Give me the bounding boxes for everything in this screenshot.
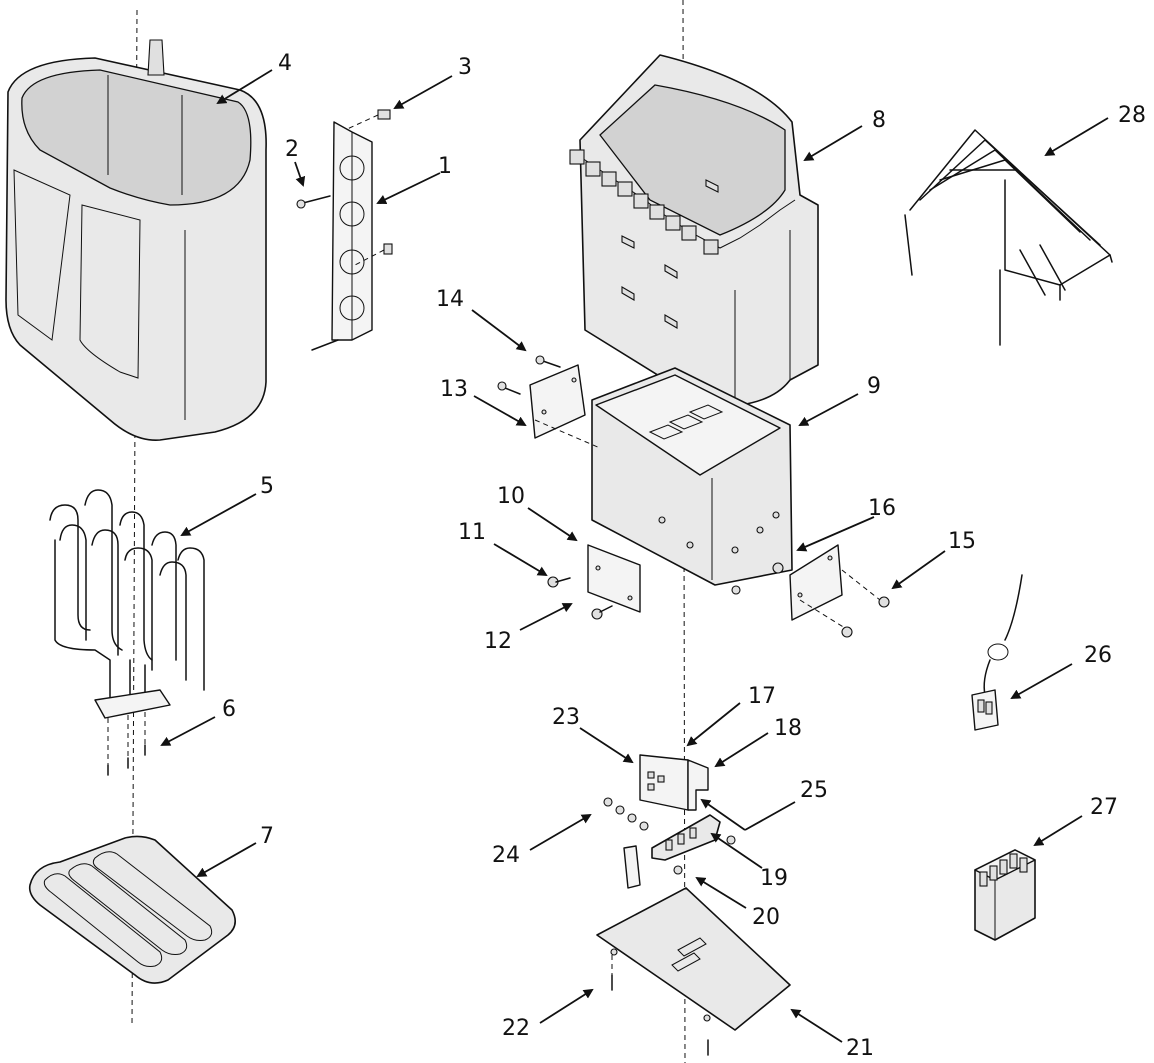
part-8-stone-holder xyxy=(569,54,819,407)
callout-4: 4 xyxy=(278,51,292,76)
part-26-thermostat xyxy=(971,574,1023,731)
left-assembly-axis xyxy=(131,9,138,1026)
leader-13 xyxy=(473,395,527,426)
leader-22 xyxy=(539,988,594,1024)
callout-25: 25 xyxy=(800,778,828,803)
callout-16: 16 xyxy=(868,496,896,521)
callout-3: 3 xyxy=(458,55,472,80)
callout-17: 17 xyxy=(748,684,776,709)
callout-10: 10 xyxy=(497,484,525,509)
part-21-bottom-plate xyxy=(596,887,791,1031)
leader-27 xyxy=(1033,815,1083,847)
callout-22: 22 xyxy=(502,1016,530,1041)
callout-26: 26 xyxy=(1084,643,1112,668)
part-9-electrical-box xyxy=(591,367,793,595)
callout-24: 24 xyxy=(492,843,520,868)
leader-14 xyxy=(471,309,527,352)
leader-6 xyxy=(160,716,216,746)
part-10-front-cover xyxy=(587,544,641,613)
leader-28 xyxy=(1044,117,1109,157)
leader-25 xyxy=(744,801,796,831)
callout-6: 6 xyxy=(222,697,236,722)
callout-21: 21 xyxy=(846,1036,874,1061)
leader-4 xyxy=(216,69,273,105)
part-28-guard-rail xyxy=(904,129,1113,346)
part-11-screw xyxy=(547,576,571,588)
part-3-screw xyxy=(344,109,391,131)
callout-13: 13 xyxy=(440,377,468,402)
leader-26 xyxy=(1010,663,1073,699)
part-19-terminal-block xyxy=(651,814,736,861)
part-22-screw xyxy=(611,955,709,1056)
callout-18: 18 xyxy=(774,716,802,741)
leader-17 xyxy=(686,702,741,747)
callout-28: 28 xyxy=(1118,103,1146,128)
leader-10 xyxy=(527,507,578,542)
part-27-contactor xyxy=(974,849,1036,941)
part-18-bracket xyxy=(687,759,709,811)
callout-11: 11 xyxy=(458,520,486,545)
leader-18 xyxy=(714,732,769,768)
leader-5 xyxy=(180,493,257,536)
callout-14: 14 xyxy=(436,287,464,312)
part-1-mounting-bracket xyxy=(311,121,393,351)
part-15-screws xyxy=(841,596,890,638)
part-13-side-cover xyxy=(529,364,601,449)
leader-11 xyxy=(493,543,548,577)
callout-27: 27 xyxy=(1090,795,1118,820)
callout-7: 7 xyxy=(260,824,274,849)
leader-24 xyxy=(529,813,592,851)
part-5-heating-elements xyxy=(49,489,205,719)
leader-21 xyxy=(790,1008,843,1043)
part-7-base-plate xyxy=(28,835,236,984)
callout-15: 15 xyxy=(948,529,976,554)
callout-19: 19 xyxy=(760,866,788,891)
callout-23: 23 xyxy=(552,705,580,730)
callout-12: 12 xyxy=(484,629,512,654)
callout-5: 5 xyxy=(260,474,274,499)
leader-8 xyxy=(803,125,863,162)
leader-1 xyxy=(376,172,441,205)
part-24-screws xyxy=(603,797,649,831)
leader-3 xyxy=(393,75,453,109)
callout-20: 20 xyxy=(752,905,780,930)
part-20-clamp xyxy=(623,845,683,889)
part-2-screw xyxy=(296,195,331,209)
leader-12 xyxy=(519,603,573,631)
callout-9: 9 xyxy=(867,374,881,399)
leader-19 xyxy=(710,832,763,869)
part-4-outer-casing xyxy=(5,39,267,441)
leader-16 xyxy=(796,516,875,552)
leader-2 xyxy=(294,161,306,187)
part-12-screw xyxy=(591,605,613,620)
part-17-terminal-plate xyxy=(639,754,689,811)
callout-1: 1 xyxy=(438,154,452,179)
leader-23 xyxy=(579,727,634,764)
leader-25b xyxy=(700,798,746,831)
leader-20 xyxy=(695,876,747,909)
leader-7 xyxy=(196,842,257,877)
part-16-right-cover xyxy=(789,544,881,629)
callout-8: 8 xyxy=(872,108,886,133)
callout-2: 2 xyxy=(285,137,299,162)
leader-9 xyxy=(798,393,859,426)
part-14-screws xyxy=(497,355,561,395)
part-6-screws xyxy=(107,712,146,776)
leader-15 xyxy=(891,550,946,590)
